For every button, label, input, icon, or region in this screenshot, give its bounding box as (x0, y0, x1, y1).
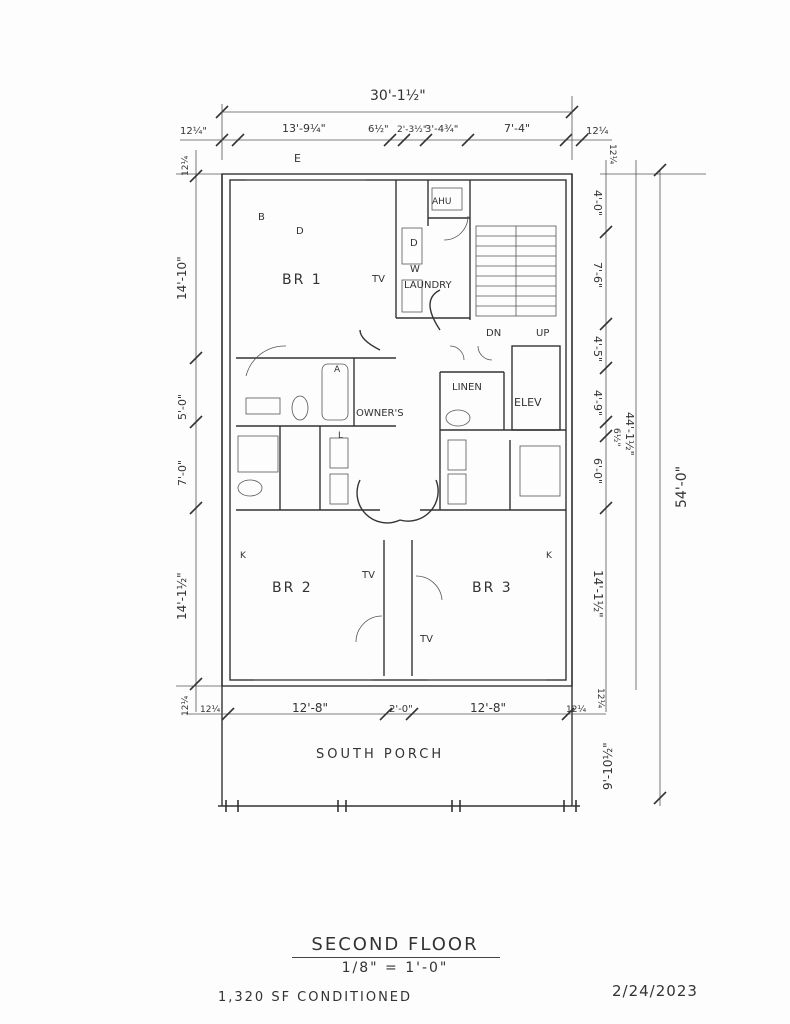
room-label-owners: OWNER'S (356, 408, 404, 419)
room-label-br3: BR 3 (472, 580, 513, 596)
label-up: UP (536, 328, 549, 339)
bottom-dim-5: 12¼ (566, 705, 586, 715)
label-k-br2: K (240, 551, 247, 561)
right-dim-6: 6½" (611, 428, 621, 447)
label-w-laundry: W (410, 264, 420, 275)
right-subtotal-dim: 44'-1½" (623, 412, 636, 456)
left-dim-2: 14'-10" (175, 256, 189, 300)
room-label-elev: ELEV (514, 396, 542, 409)
left-dim-4: 7'-0" (176, 460, 189, 486)
bottom-dim-4: 12'-8" (470, 701, 506, 715)
top-dim-7: 12¼ (586, 125, 609, 137)
right-dim-7: 6'-0" (591, 458, 604, 484)
label-tv-br2: TV (361, 570, 375, 581)
room-label-br2: BR 2 (272, 580, 313, 596)
label-e: E (294, 152, 301, 165)
exterior-walls (218, 173, 580, 807)
room-label-linen: LINEN (452, 382, 482, 393)
room-label-porch: SOUTH PORCH (316, 747, 444, 762)
label-d-br1: D (296, 226, 304, 237)
top-dimension-lines (180, 96, 612, 160)
top-dim-1: 12¼" (180, 125, 207, 137)
bottom-dim-2: 12'-8" (292, 701, 328, 715)
overall-depth-label: 54'-0" (674, 466, 690, 508)
bottom-dimension-lines (186, 707, 606, 721)
left-dim-1: 12¼ (181, 156, 191, 176)
room-label-ahu: AHU (432, 197, 452, 207)
right-dim-4: 4'-5" (591, 336, 604, 362)
bottom-dim-1: 12¼ (200, 705, 220, 715)
top-dim-4: 2'-3½" (397, 125, 427, 135)
overall-width-label: 30'-1½" (370, 88, 426, 104)
label-tv-br3: TV (419, 634, 433, 645)
label-l: L (338, 431, 343, 441)
conditioned-area: 1,320 SF CONDITIONED (217, 990, 413, 1005)
drawing-scale: 1/8" = 1'-0" (341, 960, 449, 976)
title-underline (292, 957, 500, 958)
label-a: A (334, 365, 341, 375)
right-dim-1: 12¼ (607, 144, 617, 164)
porch-posts (225, 800, 577, 812)
label-tv-br1: TV (371, 274, 385, 285)
drawing-title: SECOND FLOOR (311, 934, 479, 955)
label-k-br3: K (546, 551, 553, 561)
top-dim-3: 6½" (368, 123, 389, 135)
right-dim-9: 12¼ (595, 688, 605, 708)
top-dim-6: 7'-4" (504, 122, 530, 135)
right-dim-10: 9'-10½" (601, 742, 615, 790)
interior-walls (236, 179, 566, 681)
bottom-dim-3: 2'-0" (389, 704, 413, 715)
left-dim-5: 14'-1½" (175, 572, 189, 620)
right-dim-8: 14'-1½" (591, 570, 605, 618)
right-dimension-lines (599, 160, 706, 806)
top-dim-5: 3'-4¾" (425, 124, 458, 135)
right-dim-3: 7'-6" (591, 262, 604, 288)
left-dim-3: 5'-0" (176, 394, 189, 420)
label-dn: DN (486, 328, 501, 339)
top-dim-2: 13'-9¼" (282, 122, 326, 135)
right-dim-2: 4'-0" (591, 190, 604, 216)
label-b: B (258, 212, 265, 223)
label-d-laundry: D (410, 238, 418, 249)
room-label-laundry: LAUNDRY (404, 280, 452, 291)
drawing-date: 2/24/2023 (612, 982, 698, 1000)
room-label-br1: BR 1 (282, 272, 323, 288)
left-dim-6: 12¼ (181, 696, 191, 716)
left-dimension-lines (176, 150, 226, 712)
right-dim-5: 4'-9" (591, 390, 604, 416)
